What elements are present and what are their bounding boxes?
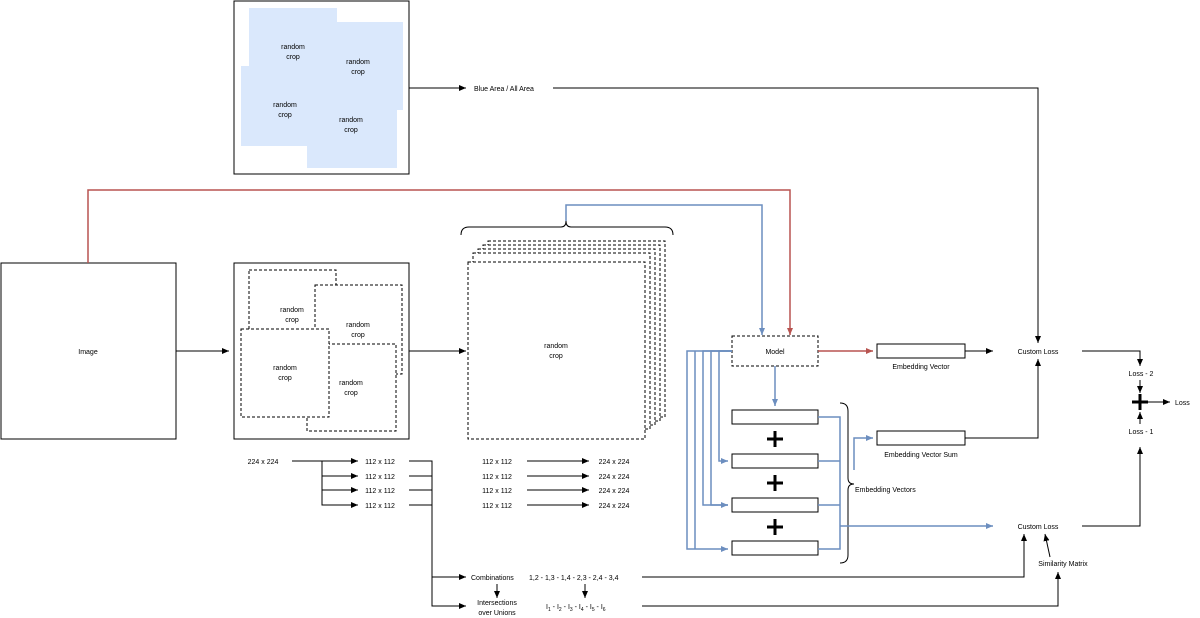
arrow: [642, 534, 1027, 578]
crop-label: crop: [344, 390, 358, 397]
size-label: 224 x 224: [599, 503, 630, 510]
arrow: [1043, 533, 1051, 558]
size-label: 112 x 112: [365, 488, 395, 495]
embedding-vector-row: [731, 497, 819, 513]
blue-arrow: [853, 435, 873, 470]
plus-icon: [767, 475, 783, 491]
embedding-vector-box: [876, 343, 966, 359]
intersections-label: Intersections: [477, 600, 517, 607]
model-box: Model: [731, 335, 819, 367]
plus-icon: [767, 431, 783, 447]
plus-icon: [1132, 394, 1148, 410]
size-label: 112 x 112: [365, 474, 395, 481]
arrow: [1082, 447, 1143, 527]
crop-label: random: [339, 380, 363, 387]
size-label: 224 x 224: [599, 474, 630, 481]
arrow: [642, 572, 1061, 607]
crop-label: random: [346, 59, 370, 66]
embedding-sum-label: Embedding Vector Sum: [884, 452, 958, 459]
size-label: 224 x 224: [599, 488, 630, 495]
size-label: 112 x 112: [365, 459, 395, 466]
iou-list: I1 - I2 - I3 - I4 - I5 - I6: [546, 604, 606, 613]
crop-label: crop: [549, 353, 563, 360]
crop-label: crop: [351, 69, 365, 76]
arrow: [1082, 350, 1143, 366]
embedding-vector-row: [731, 453, 819, 469]
arrow: [553, 87, 1041, 343]
rows-to-loss: [818, 416, 993, 550]
loss-2-label: Loss - 2: [1129, 371, 1154, 378]
stack-brace: [460, 220, 674, 236]
blue-arrow: [565, 204, 765, 335]
combinations-list: 1,2 - 1,3 - 1,4 - 2,3 - 2,4 - 3,4: [529, 575, 619, 582]
custom-loss-bottom: Custom Loss: [1018, 524, 1059, 531]
crop-label: crop: [278, 375, 292, 382]
crop-label: random: [280, 307, 304, 314]
crop-label: crop: [285, 317, 299, 324]
embedding-brace: [839, 402, 855, 564]
similarity-matrix-label: Similarity Matrix: [1038, 561, 1088, 568]
embedding-vectors-column: [731, 409, 819, 556]
loss-label: Loss: [1175, 400, 1190, 407]
custom-loss-top: Custom Loss: [1018, 349, 1059, 356]
image-box: Image: [0, 262, 177, 440]
blue-crop-regions: [241, 8, 403, 168]
arrow: [965, 359, 1041, 439]
size-label: 112 x 112: [365, 503, 395, 510]
crop-label: random: [273, 102, 297, 109]
coverage-box: random crop random crop random crop rand…: [233, 0, 410, 175]
iou-item: I1 - I2 - I3 - I4 - I5 - I6: [546, 604, 606, 613]
red-arrow: [87, 189, 793, 335]
embedding-vector-row: [731, 409, 819, 425]
size-label: 112 x 112: [482, 503, 512, 510]
blue-fanout: [686, 350, 732, 552]
plus-icon: [767, 519, 783, 535]
crop-label: random: [273, 365, 297, 372]
image-label: Image: [78, 349, 98, 356]
crop-stack: random crop: [467, 240, 666, 440]
combinations-label: Combinations: [471, 575, 514, 582]
crop-label: random: [339, 117, 363, 124]
embedding-vector-label: Embedding Vector: [892, 364, 950, 371]
model-label: Model: [765, 349, 785, 356]
crop-label: crop: [278, 112, 292, 119]
crop-label: crop: [344, 127, 358, 134]
crop-label: random: [544, 343, 568, 350]
size-label: 112 x 112: [482, 488, 512, 495]
crop-label: crop: [286, 54, 300, 61]
crops-box: random crop random crop random crop rand…: [233, 262, 410, 440]
size-label: 112 x 112: [482, 459, 512, 466]
size-annotations: 224 x 224 112 x 112 112 x 112 112 x 112 …: [248, 458, 630, 609]
embedding-vector-row: [731, 540, 819, 556]
size-label: 224 x 224: [599, 459, 630, 466]
size-label: 112 x 112: [482, 474, 512, 481]
blue-area-label: Blue Area / All Area: [474, 86, 534, 93]
crop-label: crop: [351, 332, 365, 339]
loss-1-label: Loss - 1: [1129, 429, 1154, 436]
crop-label: random: [281, 44, 305, 51]
embedding-vectors-label: Embedding Vectors: [855, 487, 916, 494]
size-label: 224 x 224: [248, 459, 279, 466]
intersections-label: over Unions: [478, 610, 516, 617]
crop-label: random: [346, 322, 370, 329]
embedding-sum-box: [876, 430, 966, 446]
